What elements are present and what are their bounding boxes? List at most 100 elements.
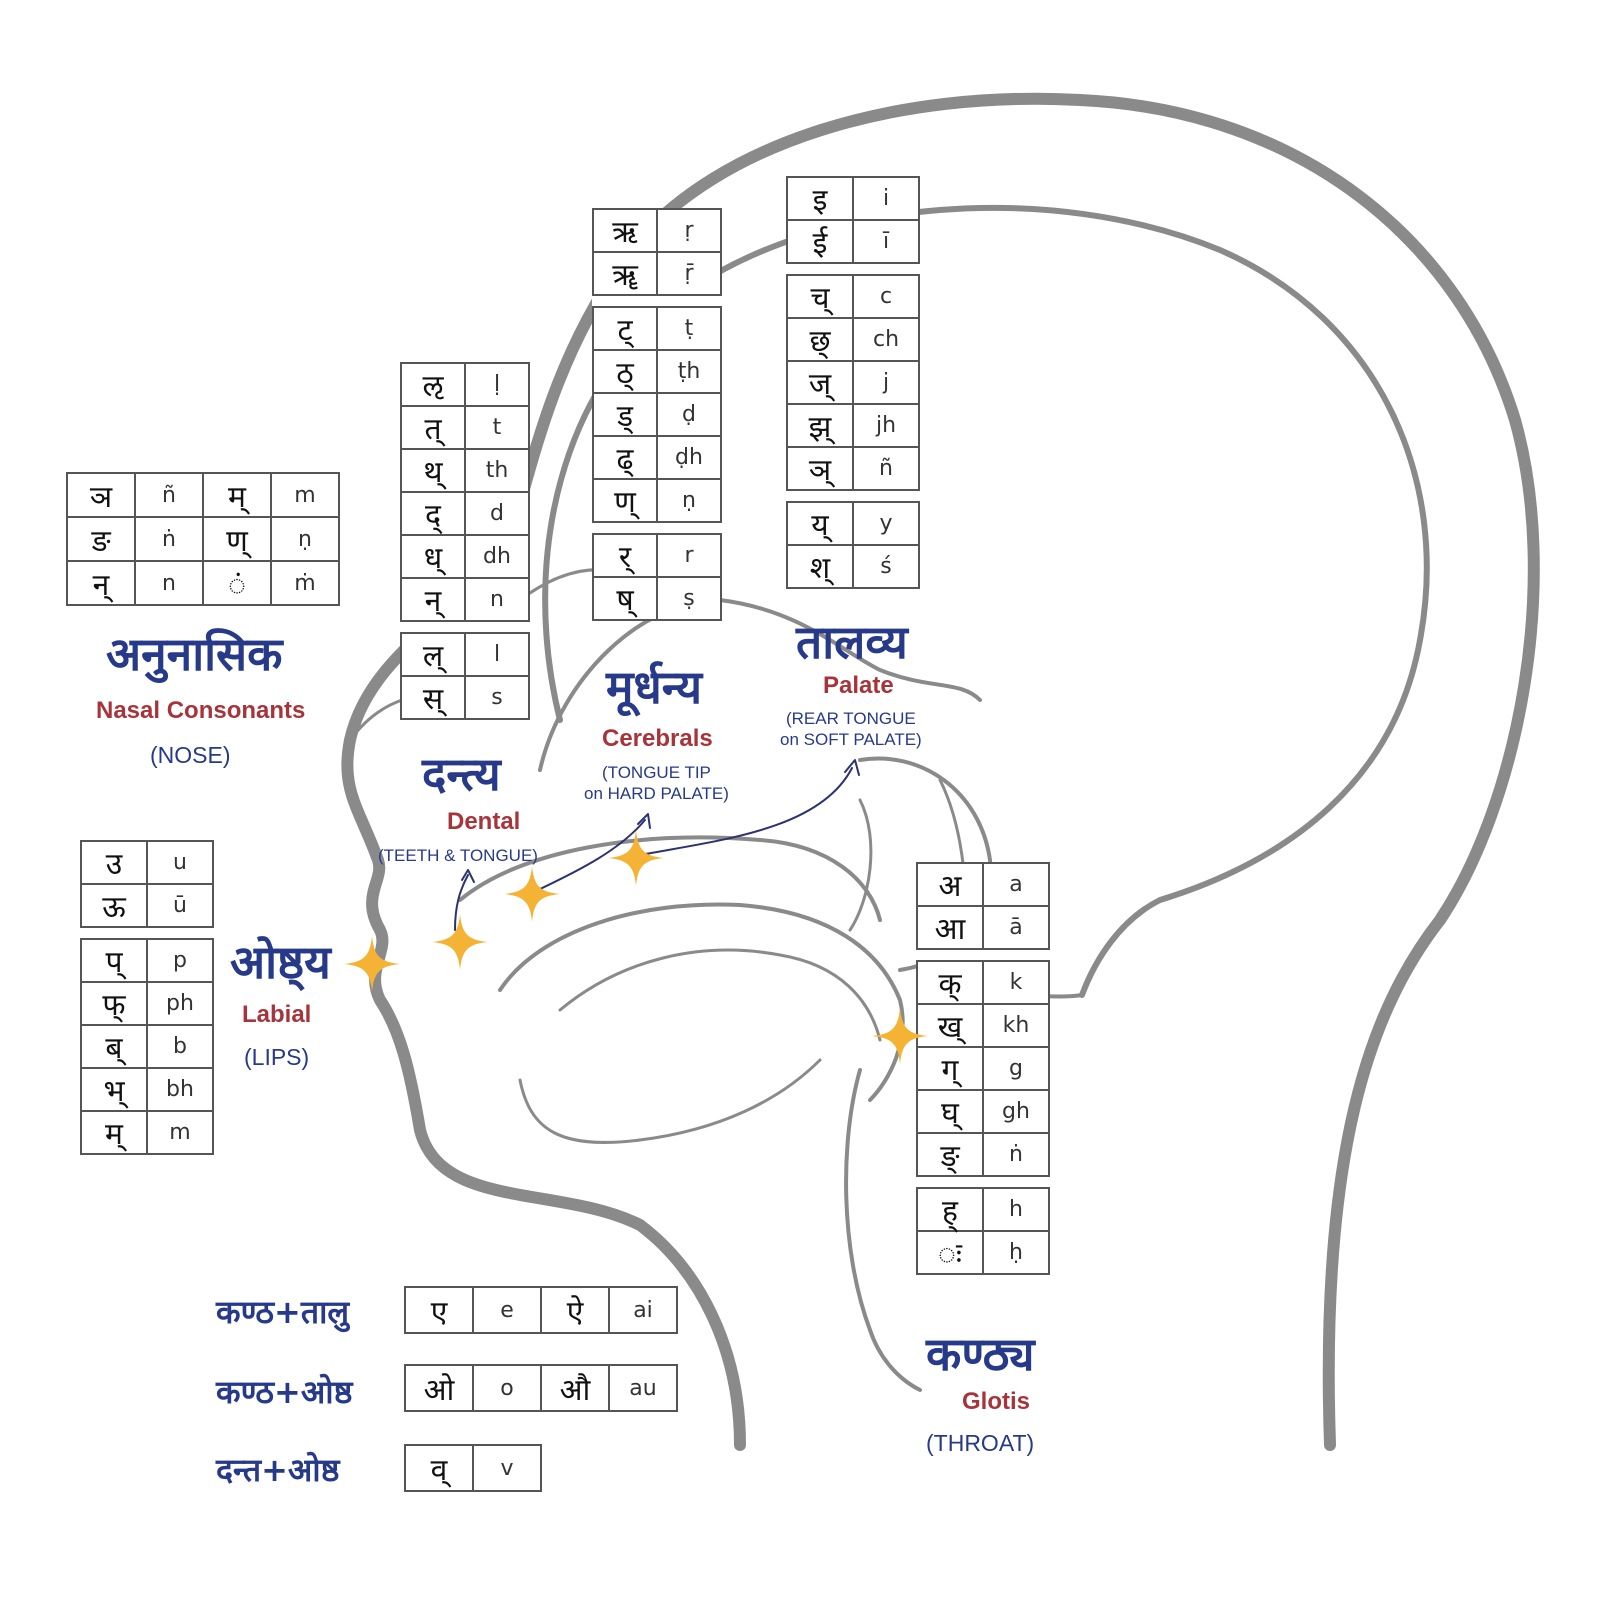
roman-transliteration: ū: [146, 883, 214, 928]
block-gap-cell: [593, 295, 721, 307]
devanagari-letter: आ: [916, 905, 984, 950]
roman-transliteration: m: [270, 472, 340, 518]
glottal-label-english: Glotis: [962, 1388, 1031, 1415]
roman-transliteration: ṭh: [656, 349, 722, 394]
devanagari-letter: य्: [786, 501, 854, 546]
roman-transliteration: i: [852, 176, 920, 221]
star-cerebral-icon: [504, 866, 560, 922]
roman-transliteration: j: [852, 360, 920, 405]
combo-row: व्v: [404, 1444, 542, 1492]
labial-label-english: Labial: [242, 1001, 312, 1028]
devanagari-letter: ठ्: [592, 349, 658, 394]
roman-transliteration: ch: [852, 317, 920, 362]
roman-transliteration: m: [146, 1110, 214, 1155]
cerebral-sub-line-1: (TONGUE TIP: [601, 763, 711, 782]
devanagari-letter: ड्: [592, 392, 658, 437]
devanagari-letter: ब्: [80, 1024, 148, 1069]
roman-transliteration: ṭ: [656, 306, 722, 351]
roman-transliteration: jh: [852, 403, 920, 448]
block-gap-cell: [917, 1176, 1049, 1188]
devanagari-letter: अ: [916, 862, 984, 907]
letter-row: ठ्ṭh: [592, 349, 722, 394]
block-gap-cell: [787, 490, 919, 502]
devanagari-letter: ऌ: [400, 362, 466, 407]
roman-transliteration: ś: [852, 544, 920, 589]
nasal-label-devanagari: अनुनासिक: [106, 627, 283, 681]
nasal-cavity: [538, 598, 982, 772]
combo-label-danta-oshtha: दन्त+ओष्ठ: [216, 1451, 340, 1489]
devanagari-letter: ष्: [592, 576, 658, 621]
roman-transliteration: ṝ: [656, 251, 722, 296]
roman-transliteration: g: [982, 1046, 1050, 1091]
devanagari-letter: उ: [80, 840, 148, 885]
palate-label-devanagari: तालव्य: [796, 615, 908, 669]
cerebral-label-devanagari: मूर्धन्य: [606, 660, 703, 714]
roman-transliteration: b: [146, 1024, 214, 1069]
devanagari-letter: ॠ: [592, 251, 658, 296]
letter-row: ध्dh: [400, 534, 530, 579]
roman-transliteration: h: [982, 1187, 1050, 1232]
devanagari-letter: ध्: [400, 534, 466, 579]
block-gap: [81, 927, 213, 939]
roman-transliteration: c: [852, 274, 920, 319]
arrow-to-palate: [639, 767, 853, 856]
roman-transliteration: ḍ: [656, 392, 722, 437]
devanagari-letter: थ्: [400, 448, 466, 493]
nasal-sub-label: (NOSE): [150, 742, 231, 768]
devanagari-letter: ट्: [592, 306, 658, 351]
palate-label-english: Palate: [823, 672, 894, 699]
roman-transliteration: e: [472, 1286, 542, 1334]
roman-transliteration: ḍh: [656, 435, 722, 480]
roman-transliteration: ñ: [852, 446, 920, 491]
devanagari-letter: ञ: [66, 472, 136, 518]
letter-row: ण्ṇ: [592, 478, 722, 523]
letter-row: ष्ṣ: [592, 576, 722, 621]
devanagari-letter: स्: [400, 675, 466, 720]
cerebral-sub-label: (TONGUE TIP on HARD PALATE): [584, 762, 729, 804]
combo-table-danta-oshtha: व्v: [404, 1444, 542, 1492]
block-gap-cell: [401, 621, 529, 633]
roman-transliteration: n: [134, 560, 204, 606]
roman-transliteration: a: [982, 862, 1050, 907]
roman-transliteration: ā: [982, 905, 1050, 950]
devanagari-letter: व्: [404, 1444, 474, 1492]
roman-transliteration: t: [464, 405, 530, 450]
roman-transliteration: ṁ: [270, 560, 340, 606]
block-gap-cell: [81, 927, 213, 939]
letter-row: ङ्ṅ: [916, 1132, 1050, 1177]
arrow-to-dental: [454, 874, 469, 931]
star-dental-icon: [432, 914, 488, 970]
roman-transliteration: dh: [464, 534, 530, 579]
devanagari-letter: ह्: [916, 1187, 984, 1232]
block-gap-cell: [917, 949, 1049, 961]
roman-transliteration: ṣ: [656, 576, 722, 621]
devanagari-letter: ः: [916, 1230, 984, 1275]
letter-row: न्n: [400, 577, 530, 622]
letter-row: ल्l: [400, 632, 530, 677]
devanagari-letter: ऊ: [80, 883, 148, 928]
arrow-to-cerebral: [537, 819, 646, 891]
letter-row: म्m: [80, 1110, 214, 1155]
devanagari-letter: म्: [80, 1110, 148, 1155]
block-gap-cell: [787, 263, 919, 275]
throat-front: [844, 1068, 922, 1392]
devanagari-letter: न्: [66, 560, 136, 606]
roman-transliteration: u: [146, 840, 214, 885]
labial-label-devanagari: ओष्ठ्य: [230, 935, 331, 989]
devanagari-letter: ण्: [202, 516, 272, 562]
block-gap-cell: [593, 522, 721, 534]
letter-row: स्s: [400, 675, 530, 720]
devanagari-letter: म्: [202, 472, 272, 518]
letter-row: न्nंṁ: [66, 560, 340, 606]
nasal-label-english: Nasal Consonants: [96, 697, 306, 724]
roman-transliteration: ṇ: [656, 478, 722, 523]
